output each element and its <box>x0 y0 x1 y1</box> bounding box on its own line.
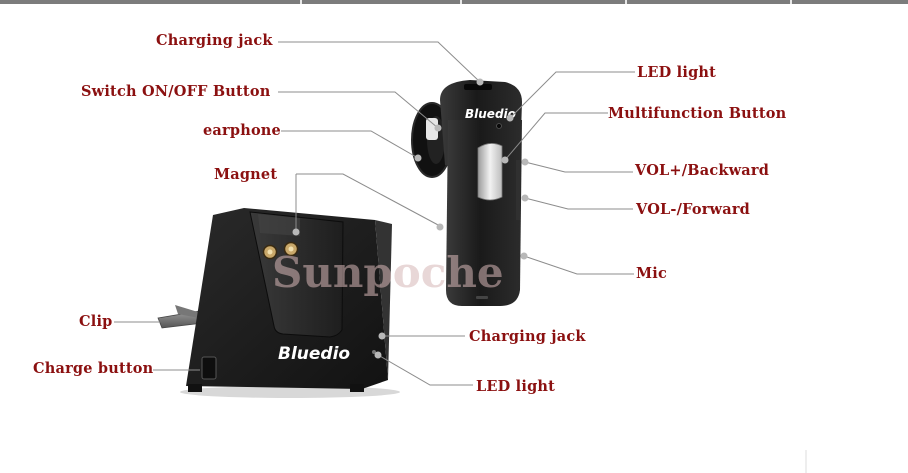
label-clip: Clip <box>79 313 113 330</box>
leader-endpoints <box>292 78 529 359</box>
label-led-light-bottom: LED light <box>476 378 556 395</box>
dock-logo: Bluedio <box>278 344 350 364</box>
charging-dock: Bluedio <box>157 208 400 398</box>
label-charging-jack-top: Charging jack <box>156 32 273 49</box>
headset-body <box>446 120 522 306</box>
label-charging-jack-bottom: Charging jack <box>469 328 586 345</box>
headset-logo: Bluedio <box>465 107 516 121</box>
dock-cradle-recess <box>249 211 344 338</box>
leader-lines <box>114 41 635 386</box>
bluetooth-headset: Bluedio <box>411 80 522 306</box>
dock-led <box>372 350 376 354</box>
label-vol-minus: VOL-/Forward <box>636 201 751 218</box>
label-vol-plus: VOL+/Backward <box>635 162 770 179</box>
watermark: Sunpoche <box>272 248 504 297</box>
label-switch-button: Switch ON/OFF Button <box>81 83 271 100</box>
label-led-light-top: LED light <box>637 64 717 81</box>
magnet-pins <box>262 241 299 260</box>
label-earphone: earphone <box>203 122 281 139</box>
multifunction-button-part <box>477 143 503 201</box>
label-mic: Mic <box>636 265 667 282</box>
label-charge-button: Charge button <box>33 360 154 377</box>
charge-button-part <box>201 356 217 380</box>
top-border-strip <box>0 0 908 4</box>
label-magnet: Magnet <box>214 166 278 183</box>
label-multifunction-button: Multifunction Button <box>608 105 787 122</box>
